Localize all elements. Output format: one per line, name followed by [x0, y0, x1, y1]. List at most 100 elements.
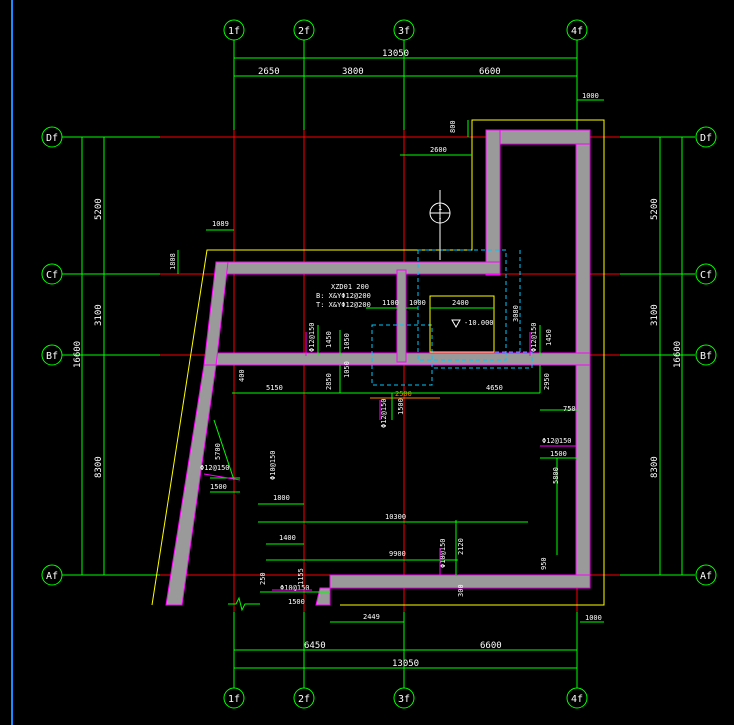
- axis-label-2f-bottom: 2f: [298, 694, 310, 705]
- axis-label-1f-bottom: 1f: [228, 694, 240, 705]
- dim-1050-b: 1050: [343, 361, 351, 378]
- axis-bubble-1f-bottom[interactable]: [223, 687, 245, 709]
- wall-bottom[interactable]: [329, 574, 591, 589]
- hidden-lines: [371, 249, 533, 386]
- wall-top-tower[interactable]: [485, 129, 591, 145]
- dim-right-span-1: 5200: [650, 198, 660, 220]
- axis-label-3f-bottom: 3f: [398, 694, 410, 705]
- dim-3080: 3080: [512, 305, 520, 322]
- dim-left-total: 16600: [73, 341, 83, 368]
- axis-bubble-cf-left[interactable]: [41, 263, 63, 285]
- axis-label-df-right: Df: [700, 133, 712, 144]
- dim-bottom-total: 13050: [392, 659, 419, 669]
- dim-top-span-1: 2650: [258, 67, 280, 77]
- axis-bubble-df-left[interactable]: [41, 126, 63, 148]
- rebar-label-7: Φ10@150: [439, 538, 447, 568]
- dim-800: 800: [449, 120, 457, 133]
- rebar-label-6: Φ10@150: [269, 450, 277, 480]
- dim-top-span-3: 6600: [479, 67, 501, 77]
- dim-1089: 1089: [212, 220, 229, 228]
- dim-right-total: 16600: [673, 341, 683, 368]
- rebar-label-5: Φ12@150: [380, 398, 388, 428]
- wall-tower-left[interactable]: [485, 129, 501, 276]
- dim-1450-l: 1450: [325, 331, 333, 348]
- axis-bubble-bf-left[interactable]: [41, 344, 63, 366]
- rebar-ticks: [203, 332, 576, 591]
- wall-pier[interactable]: [396, 269, 407, 363]
- axis-bubble-2f-bottom[interactable]: [293, 687, 315, 709]
- axis-label-af-left: Af: [46, 571, 58, 582]
- rebar-label-3: Φ12@150: [542, 437, 572, 445]
- dim-1100: 1100: [382, 299, 399, 307]
- axis-bubble-4f-bottom[interactable]: [566, 687, 588, 709]
- dim-top-total: 13050: [382, 49, 409, 59]
- dim-1500-b: 1500: [288, 598, 305, 606]
- wall-left-lower[interactable]: [165, 364, 217, 606]
- beam-bottom-rebar: B: X&YΦ12@200: [316, 292, 371, 300]
- right-dimensions: [654, 136, 688, 576]
- section-marker-bottom: -: [438, 215, 442, 223]
- top-dimensions: [233, 54, 578, 82]
- dim-1050-a: 1050: [343, 333, 351, 350]
- wall-left-upper[interactable]: [203, 261, 229, 366]
- dim-2950: 2950: [543, 373, 551, 390]
- dim-950: 950: [540, 557, 548, 570]
- dim-2500: 2500: [395, 390, 412, 398]
- dim-5150: 5150: [266, 384, 283, 392]
- rebar-label-1: Φ12@150: [308, 322, 316, 352]
- section-marker-top: 1: [438, 204, 442, 212]
- dim-750: 750: [563, 405, 576, 413]
- axis-label-bf-right: Bf: [700, 351, 712, 362]
- dim-250: 250: [259, 572, 267, 585]
- axis-label-4f-top: 4f: [571, 26, 583, 37]
- dim-5700: 5700: [214, 443, 222, 460]
- dim-left-span-3: 8300: [94, 456, 104, 478]
- slab-outline: [151, 119, 605, 606]
- rebar-label-2: Φ12@150: [530, 322, 538, 352]
- dim-9900: 9900: [389, 550, 406, 558]
- axis-bubble-4f-top[interactable]: [566, 19, 588, 41]
- dim-4650: 4650: [486, 384, 503, 392]
- axis-label-bf-left: Bf: [46, 351, 58, 362]
- axis-bubble-1f-top[interactable]: [223, 19, 245, 41]
- wall-bottom-stub[interactable]: [315, 587, 331, 606]
- dim-1000-bottom: 1000: [585, 614, 602, 622]
- dim-right-span-3: 8300: [650, 456, 660, 478]
- dim-2400: 2400: [452, 299, 469, 307]
- rebar-label-4: Φ12@150: [200, 464, 230, 472]
- wall-cf[interactable]: [215, 261, 501, 275]
- beam-title: XZD01 200: [331, 283, 369, 291]
- dim-10300: 10300: [385, 513, 406, 521]
- elevation-marker: [451, 319, 461, 329]
- dim-right-span-2: 3100: [650, 304, 660, 326]
- axis-bubble-df-right[interactable]: [695, 126, 717, 148]
- beam-top-rebar: T: X&YΦ12@200: [316, 301, 371, 309]
- axis-bubble-3f-top[interactable]: [393, 19, 415, 41]
- dim-bottom-span-2: 6600: [480, 641, 502, 651]
- dim-2449: 2449: [363, 613, 380, 621]
- axis-label-1f-top: 1f: [228, 26, 240, 37]
- left-dimensions: [76, 136, 110, 576]
- axis-label-4f-bottom: 4f: [571, 694, 583, 705]
- bottom-dimensions: [233, 644, 578, 672]
- axis-label-cf-right: Cf: [700, 270, 712, 281]
- axis-bubble-af-right[interactable]: [695, 564, 717, 586]
- axis-bubble-af-left[interactable]: [41, 564, 63, 586]
- axis-bubble-bf-right[interactable]: [695, 344, 717, 366]
- axis-bubble-cf-right[interactable]: [695, 263, 717, 285]
- axis-bubble-labels: 1f 2f 3f 4f 1f 2f 3f 4f Df Cf Bf Af Df C…: [46, 26, 712, 705]
- axis-bubble-3f-bottom[interactable]: [393, 687, 415, 709]
- dim-left-span-1: 5200: [94, 198, 104, 220]
- axis-label-cf-left: Cf: [46, 270, 58, 281]
- axis-label-2f-top: 2f: [298, 26, 310, 37]
- interior-dim-lines: [177, 99, 604, 623]
- dim-1000-top: 1000: [582, 92, 599, 100]
- axis-bubble-2f-top[interactable]: [293, 19, 315, 41]
- dim-1800: 1800: [273, 494, 290, 502]
- rebar-label-8: Φ10@150: [280, 584, 310, 592]
- dim-400: 400: [238, 369, 246, 382]
- walls: [165, 129, 591, 606]
- axis-label-3f-top: 3f: [398, 26, 410, 37]
- dim-bottom-span-1: 6450: [304, 641, 326, 651]
